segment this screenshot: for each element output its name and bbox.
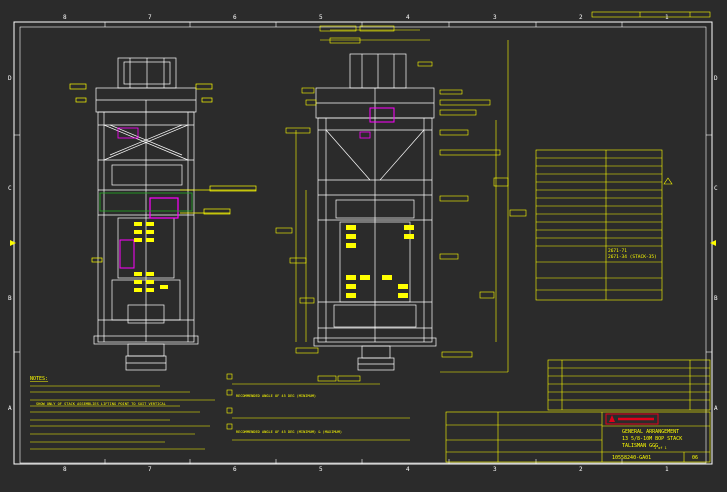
revision-strip [591, 11, 711, 18]
zone-bottom-2: 7 [148, 466, 152, 473]
zone-top-6: 3 [493, 14, 497, 21]
title-line-2: 13 5/8-10M BOP STACK [622, 436, 682, 442]
center-arrow-right [710, 240, 716, 246]
side-view-highlights [69, 83, 257, 292]
revision-number: 06 [692, 455, 698, 461]
logo-mark-icon [609, 415, 615, 422]
zone-bottom-8: 1 [665, 466, 669, 473]
zone-right-2: C [714, 185, 718, 192]
document-number: 10558240-GA01 [612, 455, 651, 461]
company-logo [605, 413, 659, 425]
zone-left-4: A [8, 405, 12, 412]
zone-bottom-3: 6 [233, 466, 237, 473]
front-elevation-view [313, 53, 437, 371]
zone-bottom-4: 5 [319, 466, 323, 473]
note-1: SHOW ONLY OF STACK ASSEMBLIES LIFTING PO… [36, 402, 166, 406]
spec-table [535, 149, 673, 301]
spec-row-b: 2671-34 (STACK-35) [608, 254, 657, 260]
title-line-3: TALISMAN GGG [622, 443, 658, 449]
callout-2: RECOMMENDED ANGLE OF 45 DEG (MINIMUM) & … [236, 430, 342, 434]
zone-right-1: D [714, 75, 718, 82]
spec-row-a: 2671-71 [608, 248, 627, 254]
zone-top-3: 6 [233, 14, 237, 21]
zone-top-5: 4 [406, 14, 410, 21]
title-block [445, 359, 711, 463]
zone-top-1: 8 [63, 14, 67, 21]
notes-heading: NOTES: [30, 376, 48, 382]
zone-left-1: D [8, 75, 12, 82]
front-view-highlights [275, 25, 527, 382]
zone-left-2: C [8, 185, 12, 192]
notes-section [30, 373, 410, 450]
zone-bottom-7: 2 [579, 466, 583, 473]
zone-bottom-6: 3 [493, 466, 497, 473]
zone-top-8: 1 [665, 14, 669, 21]
zone-left-3: B [8, 295, 12, 302]
zone-ticks [14, 22, 712, 464]
zone-top-4: 5 [319, 14, 323, 21]
zone-right-3: B [714, 295, 718, 302]
zone-top-2: 7 [148, 14, 152, 21]
center-arrow-left [10, 240, 16, 246]
callout-1: RECOMMENDED ANGLE OF 45 DEG (MINIMUM) [236, 394, 316, 398]
inner-border [19, 26, 707, 464]
zone-labels: 8 7 6 5 4 3 2 1 8 7 6 5 4 3 2 1 D C B A … [8, 14, 718, 473]
zone-bottom-1: 8 [63, 466, 67, 473]
sheet-number: 1 of 1 [654, 446, 667, 450]
zone-right-4: A [714, 405, 718, 412]
zone-bottom-5: 4 [406, 466, 410, 473]
zone-top-7: 2 [579, 14, 583, 21]
title-line-1: GENERAL ARRANGEMENT [622, 429, 679, 435]
